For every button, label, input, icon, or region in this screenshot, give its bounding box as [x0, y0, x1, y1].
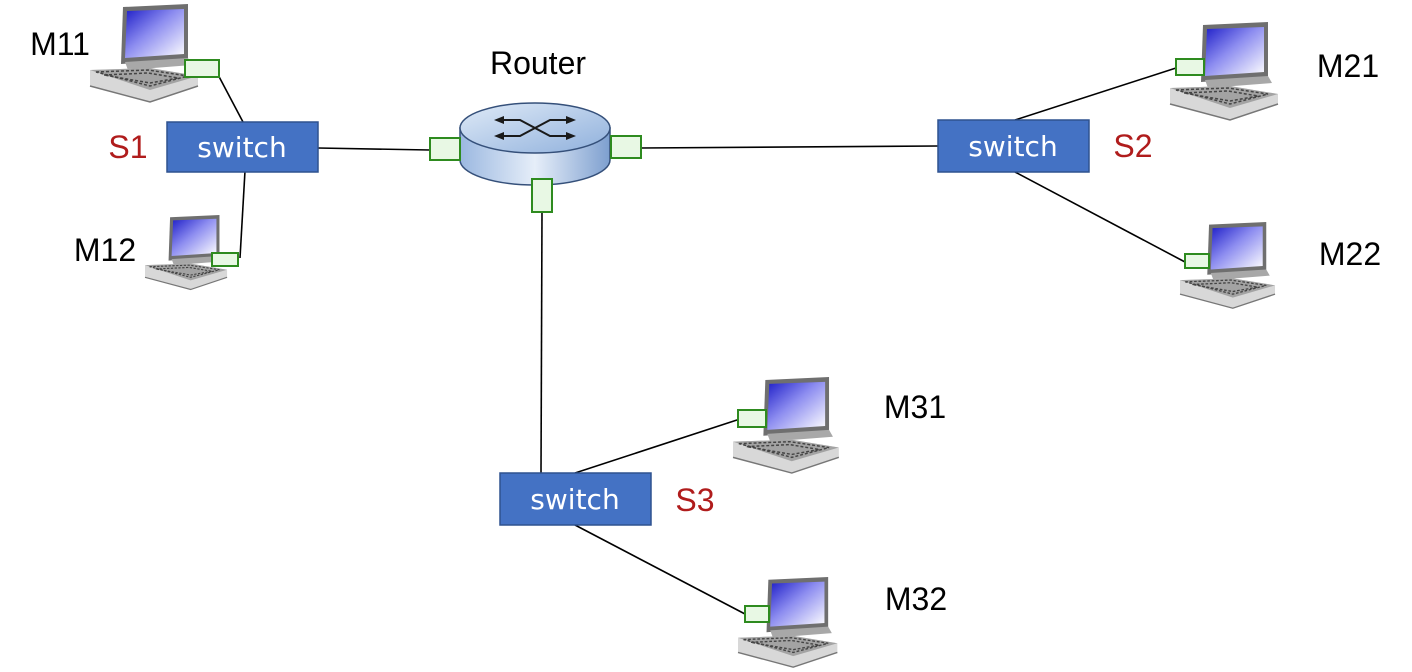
- switch-s2-id: S2: [1113, 128, 1152, 164]
- link-router-s2: [640, 145, 939, 149]
- switch-s1-id: S1: [108, 129, 147, 165]
- host-m31: M31: [732, 376, 946, 474]
- switch-s2-box: [937, 119, 1090, 173]
- host-m31-label: M31: [884, 389, 946, 425]
- host-m22: M22: [1179, 221, 1381, 309]
- host-m12: M12: [74, 214, 239, 291]
- host-m21-label: M21: [1317, 48, 1379, 84]
- host-m21: M21: [1169, 21, 1379, 121]
- switch-s2: switch S2: [937, 119, 1153, 173]
- router-interface-bottom: [531, 178, 553, 213]
- link-s2-m22: [1014, 171, 1186, 263]
- switch-s3: switch S3: [499, 472, 715, 526]
- router-interface-right: [610, 135, 642, 159]
- switch-s3-box: [499, 472, 652, 526]
- host-m32-label: M32: [885, 581, 947, 617]
- switch-s3-id: S3: [675, 482, 714, 518]
- switch-s2-label: switch: [968, 130, 1057, 163]
- computer-icon: [89, 3, 199, 103]
- link-s3-m32: [574, 524, 746, 615]
- router: Router: [429, 45, 642, 213]
- host-m12-interface: [211, 252, 239, 267]
- switch-s1: switch S1: [108, 121, 319, 173]
- link-s2-m21: [1014, 67, 1177, 121]
- router-icon: [459, 102, 611, 186]
- switch-s1-label: switch: [197, 131, 286, 164]
- link-s1-router: [317, 147, 431, 151]
- links: [214, 67, 1186, 615]
- host-m32: M32: [737, 576, 947, 668]
- host-m11-label: M11: [30, 26, 90, 62]
- link-s3-m31: [574, 418, 741, 474]
- host-m11-interface: [184, 59, 220, 78]
- link-router-s3: [540, 211, 543, 474]
- host-m32-interface: [744, 605, 770, 623]
- router-interface-left: [429, 137, 461, 161]
- host-m21-interface: [1175, 58, 1205, 76]
- switch-s3-label: switch: [530, 483, 619, 516]
- router-label: Router: [490, 45, 586, 81]
- host-m22-label: M22: [1319, 236, 1381, 272]
- host-m31-interface: [737, 409, 767, 428]
- switch-s1-box: [166, 121, 319, 173]
- host-m22-interface: [1184, 253, 1210, 269]
- host-m11: M11: [30, 3, 220, 103]
- link-m12-s1: [239, 170, 246, 259]
- host-m12-label: M12: [74, 232, 136, 268]
